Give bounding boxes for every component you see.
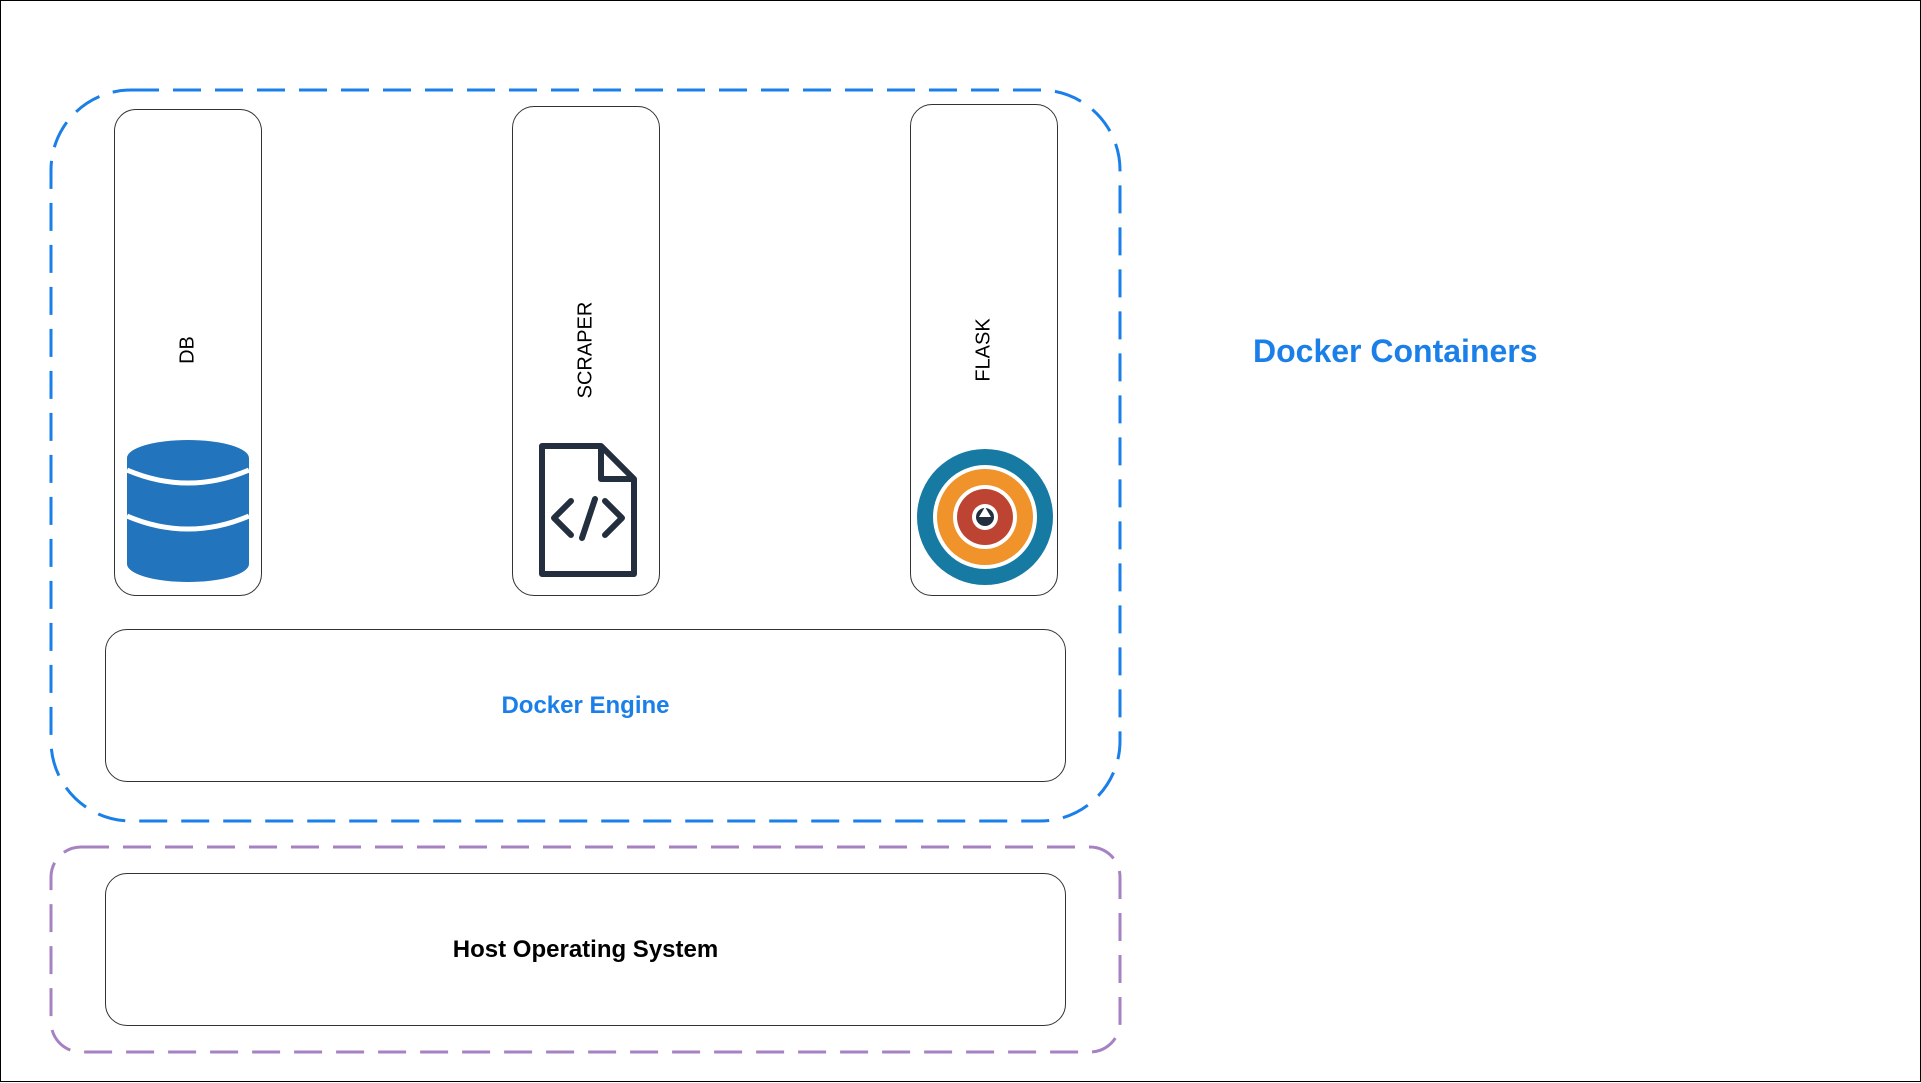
docker-engine-label: Docker Engine <box>501 691 670 719</box>
docker-containers-title: Docker Containers <box>1253 333 1538 369</box>
database-icon <box>127 440 249 582</box>
container-scraper-label: SCRAPER <box>574 301 597 399</box>
host-os-label: Host Operating System <box>452 935 719 963</box>
container-scraper: SCRAPER <box>512 106 660 596</box>
code-file-icon <box>539 443 637 577</box>
docker-engine-box: Docker Engine <box>105 629 1066 782</box>
host-os-box: Host Operating System <box>105 873 1066 1026</box>
docker-containers-frame <box>49 88 1122 823</box>
flask-target-icon <box>917 449 1053 585</box>
host-frame <box>49 845 1122 1054</box>
container-flask-label: FLASK <box>972 318 995 382</box>
container-db: DB <box>114 109 262 596</box>
container-flask: FLASK <box>910 104 1058 596</box>
container-db-label: DB <box>176 336 199 364</box>
